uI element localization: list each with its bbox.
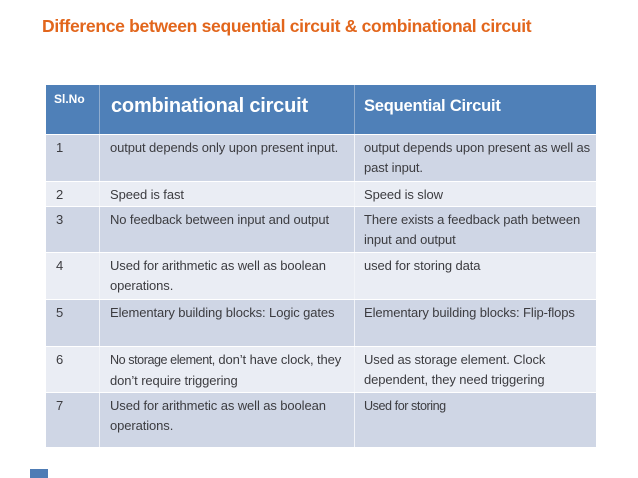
slno-cell: 6 <box>46 347 100 392</box>
combinational-cell: Elementary building blocks: Logic gates <box>100 300 355 346</box>
table-row: 5 Elementary building blocks: Logic gates… <box>46 300 596 347</box>
sequential-cell: output depends upon present as well as p… <box>355 135 596 181</box>
combinational-cell: Speed is fast <box>100 182 355 206</box>
cell-text: Speed is slow <box>364 187 443 202</box>
cell-text: Used as storage element. Clock dependent… <box>364 352 546 387</box>
cell-text: Used for arithmetic as well as boolean o… <box>110 258 326 293</box>
table-row: 7 Used for arithmetic as well as boolean … <box>46 393 596 448</box>
header-combinational: combinational circuit <box>100 85 355 134</box>
cell-text: There exists a feedback path between inp… <box>364 212 581 247</box>
cell-text: No storage element, <box>110 353 215 367</box>
header-slno: Sl.No <box>46 85 100 134</box>
table-header-row: Sl.No combinational circuit Sequential C… <box>46 85 596 135</box>
slno-cell: 4 <box>46 253 100 299</box>
sequential-cell: Used for storing <box>355 393 596 447</box>
sequential-cell: There exists a feedback path between inp… <box>355 207 596 252</box>
slno-cell: 5 <box>46 300 100 346</box>
bottom-left-blue-mark <box>30 469 48 478</box>
table-row: 2 Speed is fast Speed is slow <box>46 182 596 207</box>
cell-text: output depends upon present as well as p… <box>364 140 591 175</box>
sequential-cell: Speed is slow <box>355 182 596 206</box>
table-row: 3 No feedback between input and output The… <box>46 207 596 253</box>
cell-text: output depends only upon present input. <box>110 140 339 155</box>
comparison-table: Sl.No combinational circuit Sequential C… <box>46 85 596 448</box>
cell-text: used for storing data <box>364 258 481 273</box>
cell-text: No feedback between input and output <box>110 212 330 227</box>
cell-text: Used for storing <box>364 399 446 413</box>
cell-text: don’t have clock, they don’t require tri… <box>110 352 342 388</box>
slno-cell: 3 <box>46 207 100 252</box>
combinational-cell: No feedback between input and output <box>100 207 355 252</box>
sequential-cell: Used as storage element. Clock dependent… <box>355 347 596 392</box>
combinational-cell: No storage element, don’t have clock, th… <box>100 347 355 392</box>
slno-cell: 2 <box>46 182 100 206</box>
sequential-cell: Elementary building blocks: Flip-flops <box>355 300 596 346</box>
slno-cell: 7 <box>46 393 100 447</box>
cell-text: Used for arithmetic as well as boolean o… <box>110 398 326 433</box>
cell-text: Elementary building blocks: Logic gates <box>110 305 335 320</box>
cell-text: Speed is fast <box>110 187 184 202</box>
combinational-cell: Used for arithmetic as well as boolean o… <box>100 253 355 299</box>
table-row: 4 Used for arithmetic as well as boolean … <box>46 253 596 300</box>
combinational-cell: Used for arithmetic as well as boolean o… <box>100 393 355 447</box>
slno-cell: 1 <box>46 135 100 181</box>
sequential-cell: used for storing data <box>355 253 596 299</box>
table-body: 1 output depends only upon present input.… <box>46 135 596 448</box>
cell-text: Elementary building blocks: Flip-flops <box>364 305 575 320</box>
combinational-cell: output depends only upon present input. <box>100 135 355 181</box>
slide-title: Difference between sequential circuit & … <box>42 16 532 36</box>
table-row: 1 output depends only upon present input.… <box>46 135 596 182</box>
header-sequential: Sequential Circuit <box>364 97 501 115</box>
